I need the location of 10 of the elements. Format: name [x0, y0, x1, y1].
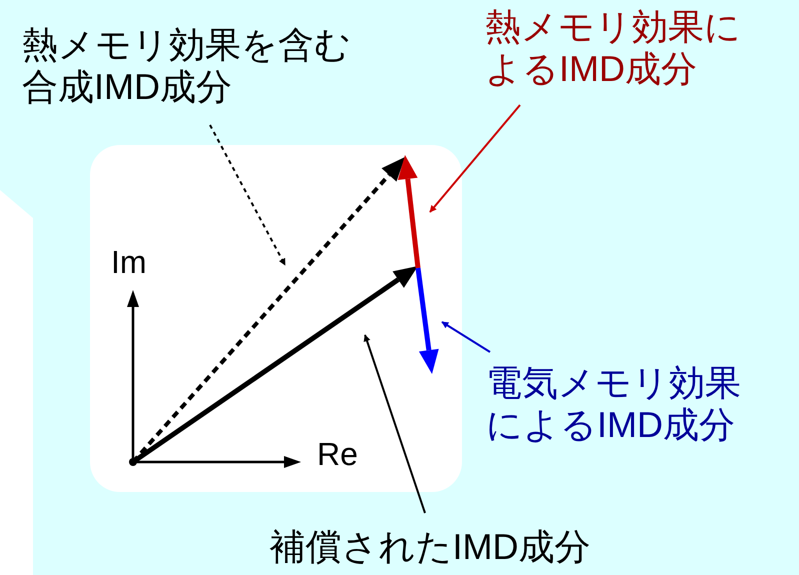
leader-arrow [441, 321, 491, 353]
callout-text: 熱メモリ効果を含む合成IMD成分 [22, 24, 360, 108]
axis-label: Im [111, 244, 147, 280]
axis-label: Re [317, 436, 358, 472]
callout-text: 電気メモリ効果によるIMD成分 [486, 362, 752, 446]
callout-text: 補償されたIMD成分 [250, 526, 610, 568]
leader-arrow [429, 104, 521, 213]
leader-arrow [364, 334, 426, 514]
callout-text: 熱メモリ効果によるIMD成分 [485, 6, 752, 90]
leader-arrow [209, 124, 286, 266]
